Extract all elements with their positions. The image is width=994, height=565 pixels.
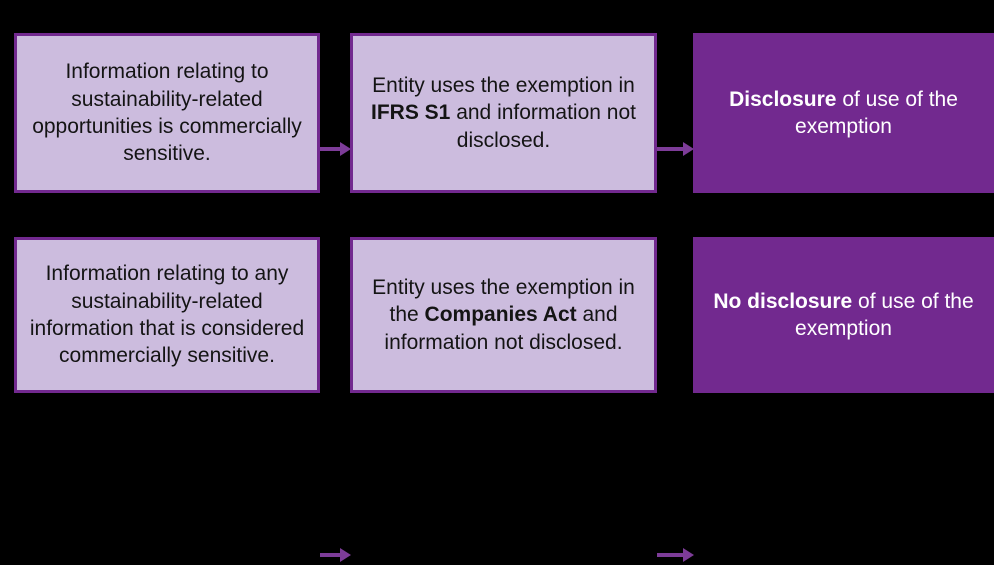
condition-box-top[interactable]: Information relating to sustainability-r…: [14, 33, 320, 193]
arrow-right-icon: [657, 139, 694, 159]
diagram-canvas: Information relating to sustainability-r…: [0, 33, 994, 562]
action-box-bottom[interactable]: Entity uses the exemption in the Compani…: [350, 237, 657, 393]
action-box-bottom-text: Entity uses the exemption in the Compani…: [372, 276, 635, 354]
condition-box-bottom[interactable]: Information relating to any sustainabili…: [14, 237, 320, 393]
outcome-box-bottom[interactable]: No disclosure of use of the exemption: [693, 237, 994, 393]
arrow-right-icon: [320, 139, 351, 159]
outcome-box-top[interactable]: Disclosure of use of the exemption: [693, 33, 994, 193]
arrow-right-icon: [320, 545, 351, 565]
outcome-box-bottom-text: No disclosure of use of the exemption: [713, 289, 974, 340]
flow-row-bottom: Information relating to any sustainabili…: [0, 237, 994, 562]
action-box-top-text: Entity uses the exemption in IFRS S1 and…: [371, 74, 636, 152]
outcome-box-top-text: Disclosure of use of the exemption: [729, 87, 958, 138]
condition-box-bottom-text: Information relating to any sustainabili…: [29, 262, 305, 368]
flow-row-top: Information relating to sustainability-r…: [0, 33, 994, 193]
action-box-top[interactable]: Entity uses the exemption in IFRS S1 and…: [350, 33, 657, 193]
condition-box-top-text: Information relating to sustainability-r…: [32, 60, 302, 166]
arrow-right-icon: [657, 545, 694, 565]
